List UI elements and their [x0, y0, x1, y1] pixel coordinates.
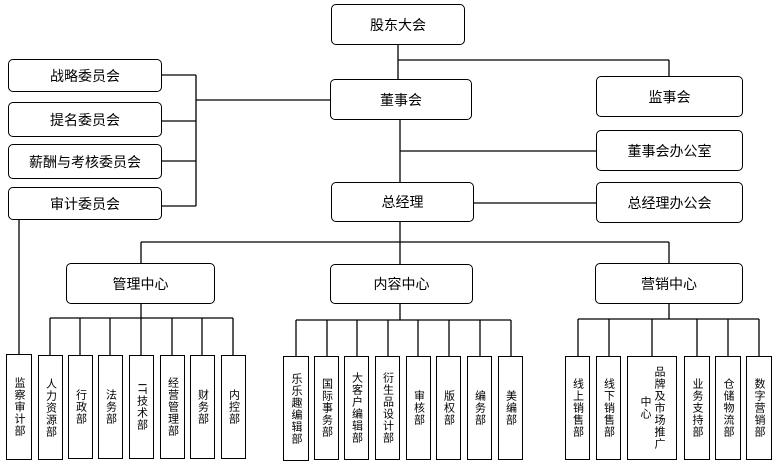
dept-content: 审核部 [406, 356, 431, 460]
dept-marketing: 线上销售部 [565, 356, 590, 460]
node-board-office: 董事会办公室 [596, 130, 743, 171]
center-content: 内容中心 [330, 264, 473, 304]
dept-content: 大客户编辑部 [344, 356, 369, 460]
dept-marketing: 仓储物流部 [715, 356, 741, 460]
dept-management: IT技术部 [129, 355, 154, 459]
dept-marketing: 数字营销部 [746, 356, 772, 460]
dept-management: 人力资源部 [38, 355, 63, 460]
dept-content: 编务部 [467, 356, 492, 460]
node-board: 董事会 [330, 79, 472, 120]
committee-compensation: 薪酬与考核委员会 [8, 144, 162, 179]
dept-content: 乐乐趣编辑部 [283, 356, 309, 461]
dept-content: 版权部 [436, 356, 461, 460]
node-gm-office: 总经理办公会 [596, 182, 743, 223]
committee-audit: 审计委员会 [8, 187, 162, 220]
dept-management: 财务部 [190, 355, 215, 459]
dept-management: 内控部 [221, 355, 246, 459]
node-supervisors: 监事会 [596, 76, 743, 117]
dept-marketing: 线下销售部 [596, 356, 621, 460]
center-management: 管理中心 [66, 263, 215, 304]
committee-strategy: 战略委员会 [8, 59, 162, 92]
dept-marketing: 品牌及市场推广中心 [627, 356, 677, 460]
dept-management: 行政部 [68, 355, 93, 459]
dept-marketing: 业务支持部 [684, 356, 710, 460]
dept-management: 法务部 [98, 355, 123, 459]
dept-content: 国际事务部 [314, 356, 339, 460]
dept-management: 经营管理部 [160, 355, 185, 459]
node-shareholders: 股东大会 [331, 4, 465, 45]
node-gm: 总经理 [331, 182, 474, 222]
dept-audit: 监察审计部 [6, 354, 32, 460]
dept-content: 美编部 [498, 356, 523, 460]
dept-content: 衍生品设计部 [375, 356, 400, 460]
center-marketing: 营销中心 [595, 263, 743, 304]
committee-nomination: 提名委员会 [8, 102, 162, 137]
